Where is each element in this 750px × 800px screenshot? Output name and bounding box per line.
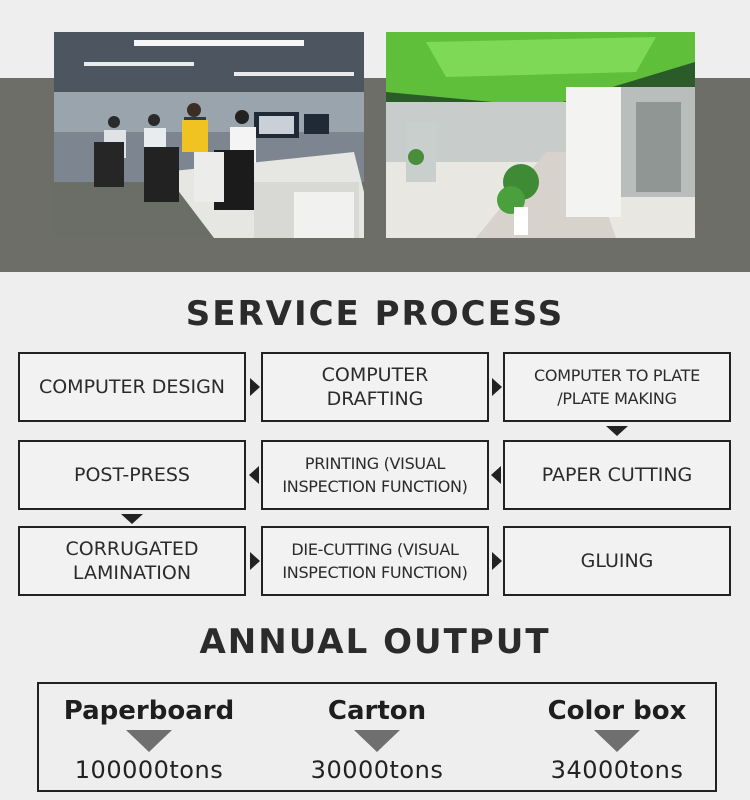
triangle-down-icon [126, 730, 172, 752]
triangle-down-icon [594, 730, 640, 752]
output-value: 100000tons [74, 756, 224, 784]
output-color-box: Color box 34000tons [507, 684, 727, 784]
step-computer-drafting: COMPUTER DRAFTING [261, 352, 489, 422]
arrow-down-icon [121, 514, 143, 524]
step-paper-cutting: PAPER CUTTING [503, 440, 731, 510]
annual-output-title: ANNUAL OUTPUT [199, 622, 551, 662]
annual-output-box: Paperboard 100000tons Carton 30000tons C… [37, 682, 717, 792]
arrow-left-icon [491, 466, 501, 484]
output-carton: Carton 30000tons [267, 684, 487, 784]
step-corrugated-lamination: CORRUGATED LAMINATION [18, 526, 246, 596]
output-label: Color box [547, 696, 687, 726]
arrow-right-icon [250, 552, 260, 570]
step-computer-to-plate: COMPUTER TO PLATE /PLATE MAKING [503, 352, 731, 422]
office-lobby-photo [386, 32, 695, 238]
output-value: 34000tons [550, 756, 684, 784]
step-computer-design: COMPUTER DESIGN [18, 352, 246, 422]
arrow-right-icon [250, 378, 260, 396]
step-die-cutting: DIE-CUTTING (VISUAL INSPECTION FUNCTION) [261, 526, 489, 596]
output-label: Carton [327, 696, 427, 726]
step-gluing: GLUING [503, 526, 731, 596]
output-paperboard: Paperboard 100000tons [39, 684, 259, 784]
arrow-right-icon [492, 552, 502, 570]
triangle-down-icon [354, 730, 400, 752]
service-process-title: SERVICE PROCESS [185, 294, 565, 334]
output-label: Paperboard [63, 696, 235, 726]
arrow-down-icon [606, 426, 628, 436]
arrow-right-icon [492, 378, 502, 396]
output-value: 30000tons [310, 756, 444, 784]
arrow-left-icon [249, 466, 259, 484]
step-printing: PRINTING (VISUAL INSPECTION FUNCTION) [261, 440, 489, 510]
office-workstations-photo [54, 32, 364, 238]
step-post-press: POST-PRESS [18, 440, 246, 510]
